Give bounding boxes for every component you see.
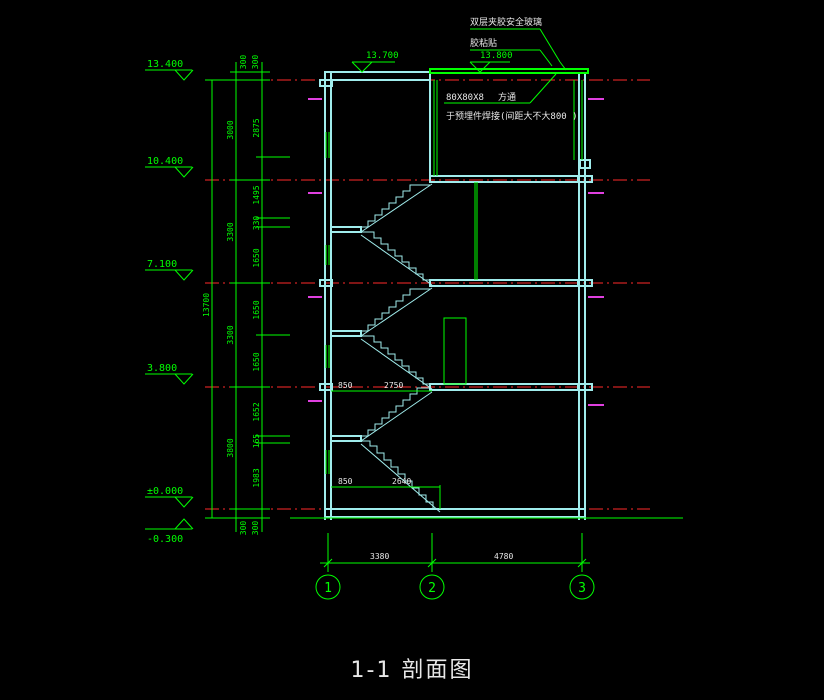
outer-dim-3300a: 3300 (226, 222, 235, 241)
roof-mark-13700: 13.700 (366, 51, 399, 61)
grid-span-4780: 4780 (494, 552, 513, 561)
roof-mark-13800: 13.800 (480, 51, 513, 61)
elevation-minus-0300: -0.300 (147, 534, 183, 545)
dimension-chains (205, 62, 290, 532)
grid-span-3380: 3380 (370, 552, 389, 561)
stair-dim-850a: 850 (338, 381, 353, 390)
outer-dim-top: 300 (239, 55, 248, 70)
grid-axes (315, 533, 595, 600)
note-section: 80X80X8 (446, 93, 484, 103)
outer-dim-3300b: 3300 (226, 325, 235, 344)
elevation-13400: 13.400 (147, 59, 183, 70)
elevation-10400: 10.400 (147, 156, 183, 167)
note-glass: 双层夹胶安全玻璃 (470, 16, 542, 28)
inner-dim-1983: 1983 (252, 468, 261, 487)
stairs (360, 183, 441, 513)
drawing-title: 1-1 剖面图 (350, 658, 474, 683)
inner-dim-top: 300 (251, 55, 260, 70)
overall-height: 13700 (202, 293, 211, 317)
inner-dim-1652: 1652 (252, 402, 261, 421)
stair-dim-2750: 2750 (384, 381, 403, 390)
inner-dim-bottom: 300 (251, 521, 260, 536)
note-tube: 方通 (498, 91, 516, 103)
grid-axis-2: 2 (428, 581, 436, 596)
green-details (290, 80, 683, 519)
stair-dim-850b: 850 (338, 477, 353, 486)
building-structure (319, 68, 593, 520)
inner-dim-330: 330 (252, 216, 261, 231)
inner-dim-2875: 2875 (252, 118, 261, 137)
inner-dim-1650c: 1650 (252, 352, 261, 371)
outer-dim-3000: 3000 (226, 120, 235, 139)
elevation-7100: 7.100 (147, 259, 177, 270)
note-glue: 胶粘贴 (470, 37, 497, 49)
inner-dim-165: 165 (252, 434, 261, 449)
outer-dim-bottom: 300 (239, 521, 248, 536)
stair-dimensions (331, 390, 440, 488)
outer-dim-3800: 3800 (226, 438, 235, 457)
stair-dim-2640: 2640 (392, 477, 411, 486)
inner-dim-1650a: 1650 (252, 248, 261, 267)
inner-dim-1650b: 1650 (252, 300, 261, 319)
grid-axis-3: 3 (578, 581, 586, 596)
railings (308, 98, 604, 406)
note-weld: 于预埋件焊接(间距大不大800 ) (446, 110, 578, 122)
elevation-3800: 3.800 (147, 363, 177, 374)
inner-dim-1495: 1495 (252, 185, 261, 204)
level-lines (205, 79, 650, 510)
elevation-0000: ±0.000 (147, 486, 183, 497)
roof-annotations (351, 28, 567, 104)
elevation-markers (145, 69, 194, 530)
grid-axis-1: 1 (324, 581, 332, 596)
